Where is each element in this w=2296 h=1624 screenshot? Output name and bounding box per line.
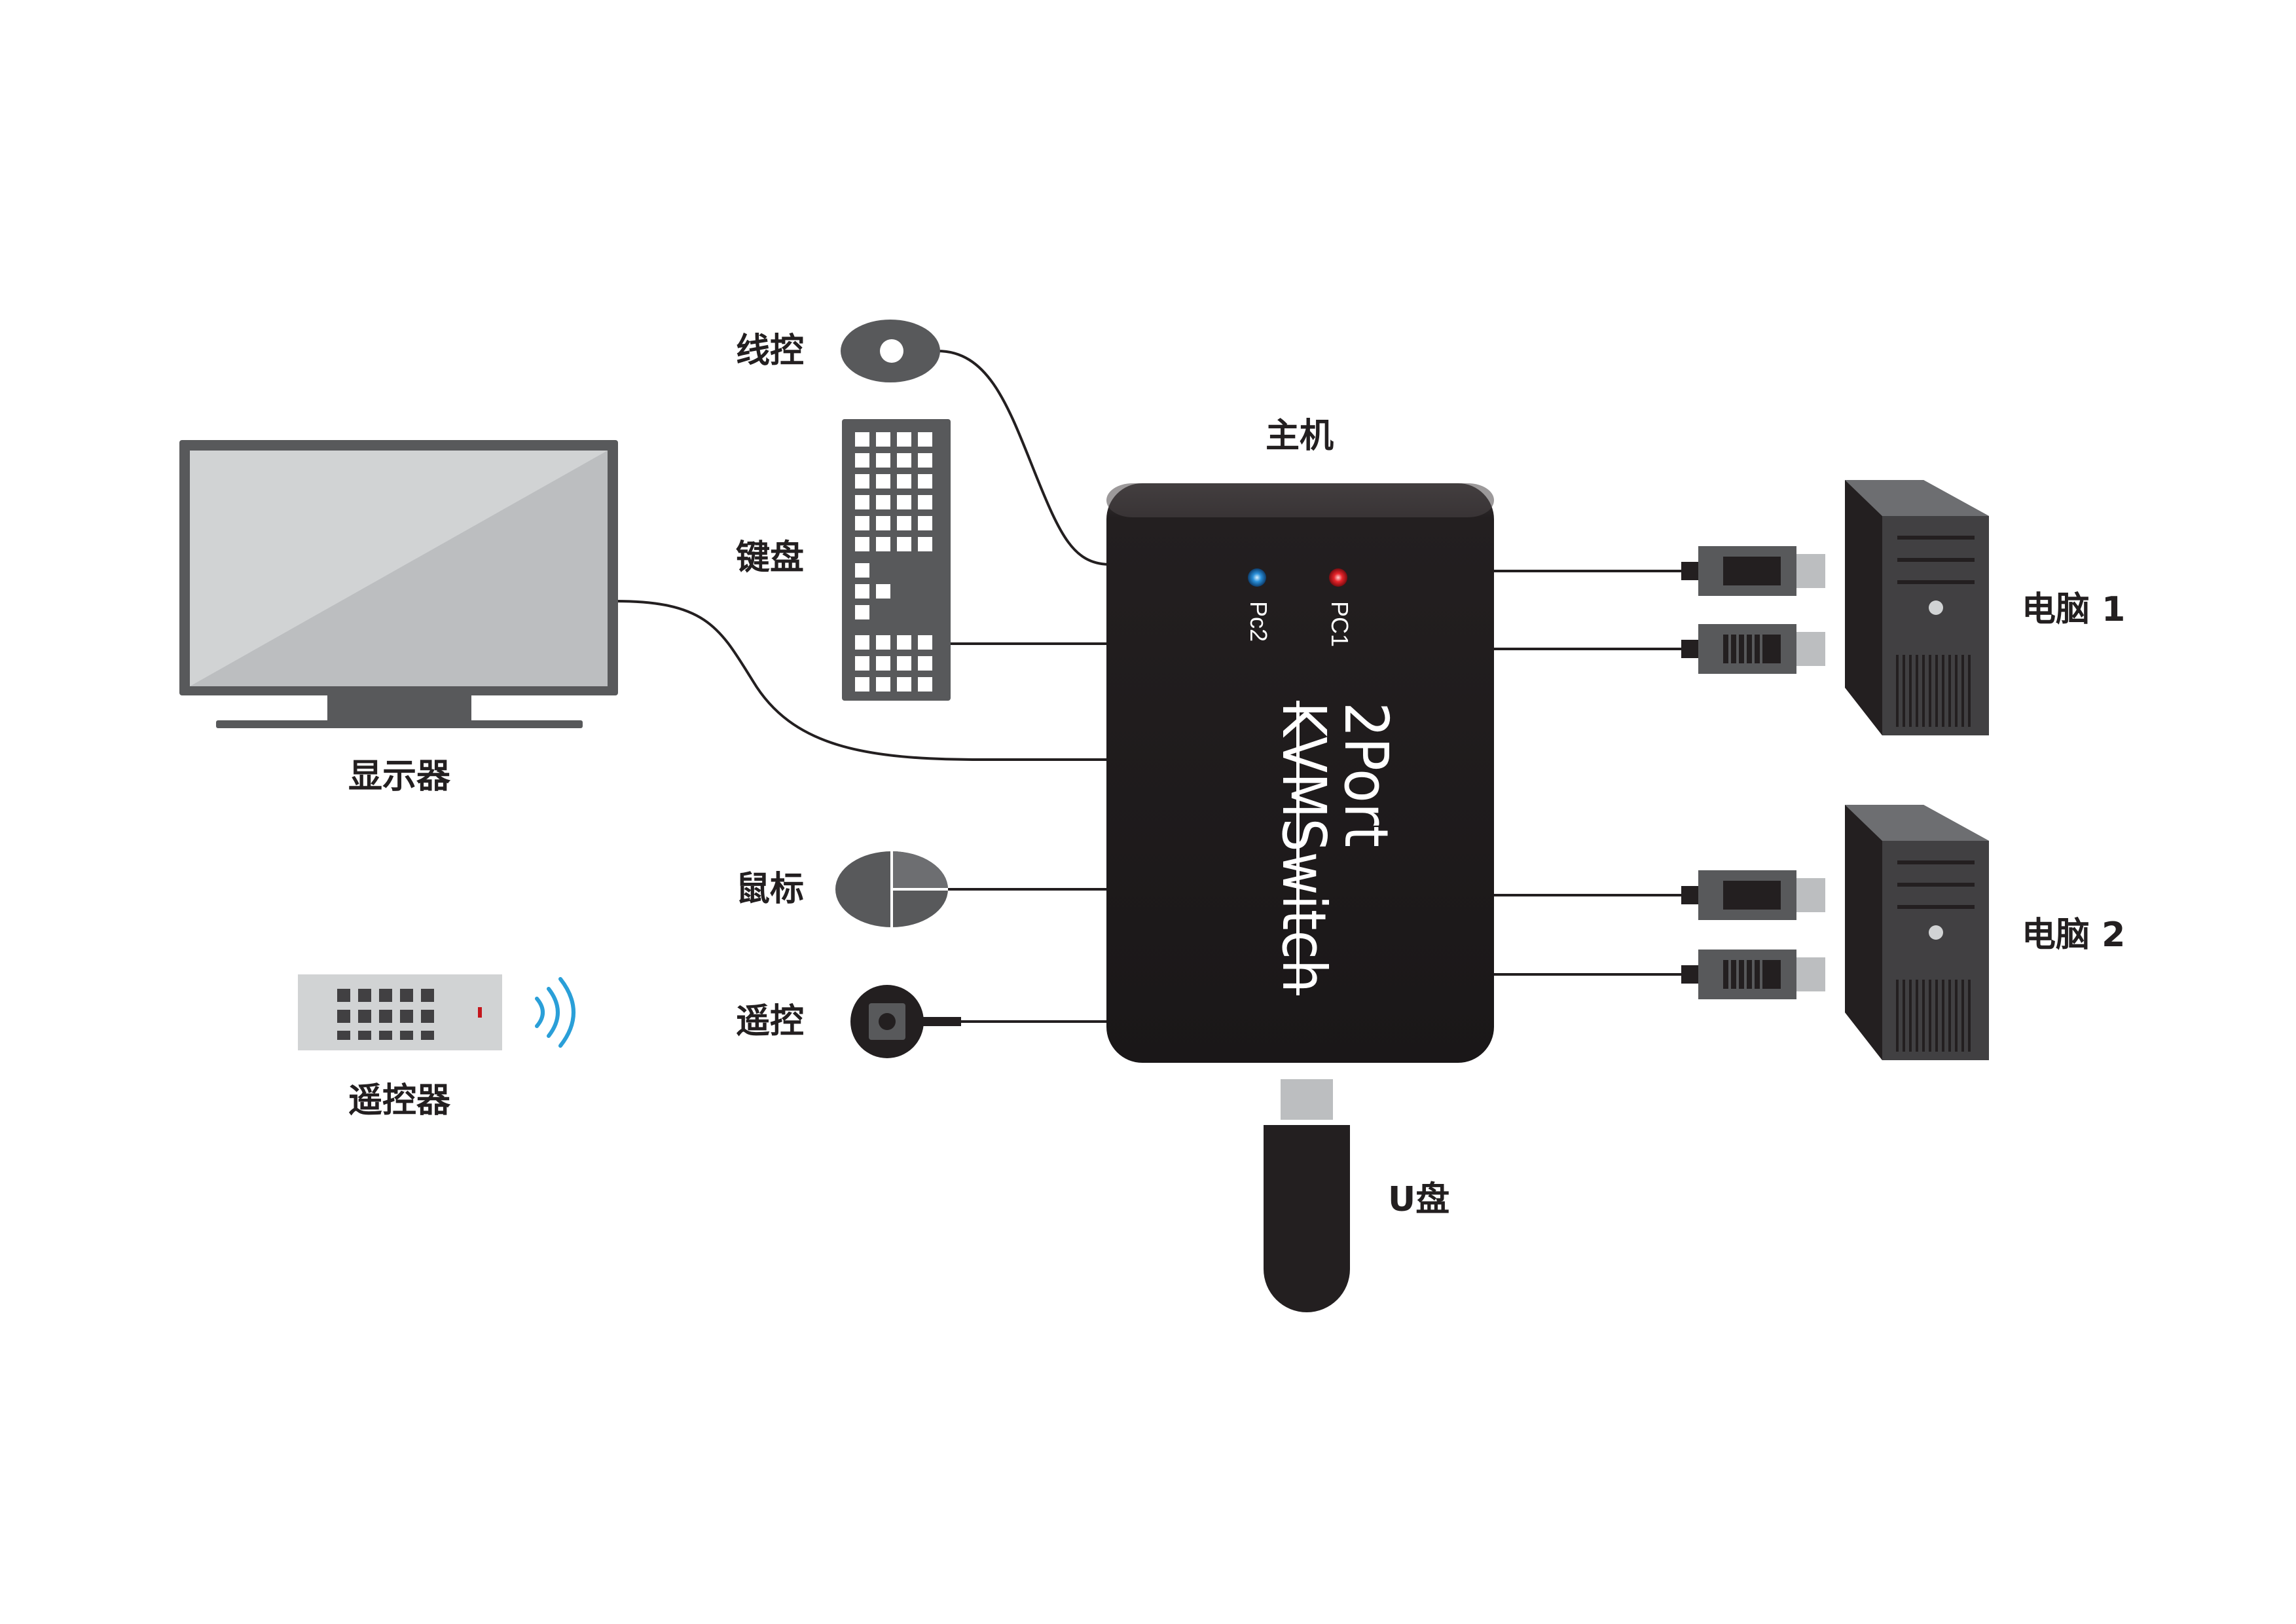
pc-tower-icon <box>1845 805 1989 1060</box>
monitor-label: 显示器 <box>348 757 451 796</box>
switch-title-line1: 2Port <box>1331 702 1401 847</box>
mouse-icon <box>835 851 948 927</box>
mouse-label: 鼠标 <box>736 870 805 909</box>
cable-monitor <box>615 600 1108 761</box>
usb-connector-icon <box>1681 870 1825 920</box>
pc2-label: 电脑 2 <box>2022 915 2126 955</box>
led-pc1 <box>1329 568 1347 587</box>
cable-wired-control <box>937 350 1109 566</box>
led-pc2-label: Pc2 <box>1245 601 1272 642</box>
pc-tower-icon <box>1845 480 1989 735</box>
switch-title-line2: KVMSwitch <box>1269 702 1339 993</box>
usb-drive-label: U盘 <box>1388 1180 1450 1219</box>
wired-control-icon <box>841 320 940 382</box>
cables <box>615 350 1681 1023</box>
led-pc2 <box>1248 568 1266 587</box>
remote-controller-label: 遥控器 <box>348 1081 451 1120</box>
kvm-switch-icon: Pc2 PC1 2Port KVMSwitch <box>1106 483 1494 1063</box>
usb-connector-icon <box>1681 624 1825 674</box>
remote-label: 遥控 <box>736 1002 805 1041</box>
led-pc1-label: PC1 <box>1326 601 1353 647</box>
remote-controller-icon <box>298 974 502 1050</box>
keyboard-icon <box>842 419 951 701</box>
monitor-icon <box>179 440 618 728</box>
usb-connector-icon <box>1681 546 1825 596</box>
usb-connector-icon <box>1681 950 1825 999</box>
pc1-label: 电脑 1 <box>2022 590 2126 629</box>
usb-drive-icon <box>1264 1079 1350 1312</box>
remote-receiver-icon <box>850 985 961 1058</box>
wireless-signal-icon <box>535 977 575 1048</box>
keyboard-label: 键盘 <box>736 538 805 578</box>
host-label: 主机 <box>1265 416 1334 456</box>
wired-control-label: 线控 <box>736 331 805 371</box>
